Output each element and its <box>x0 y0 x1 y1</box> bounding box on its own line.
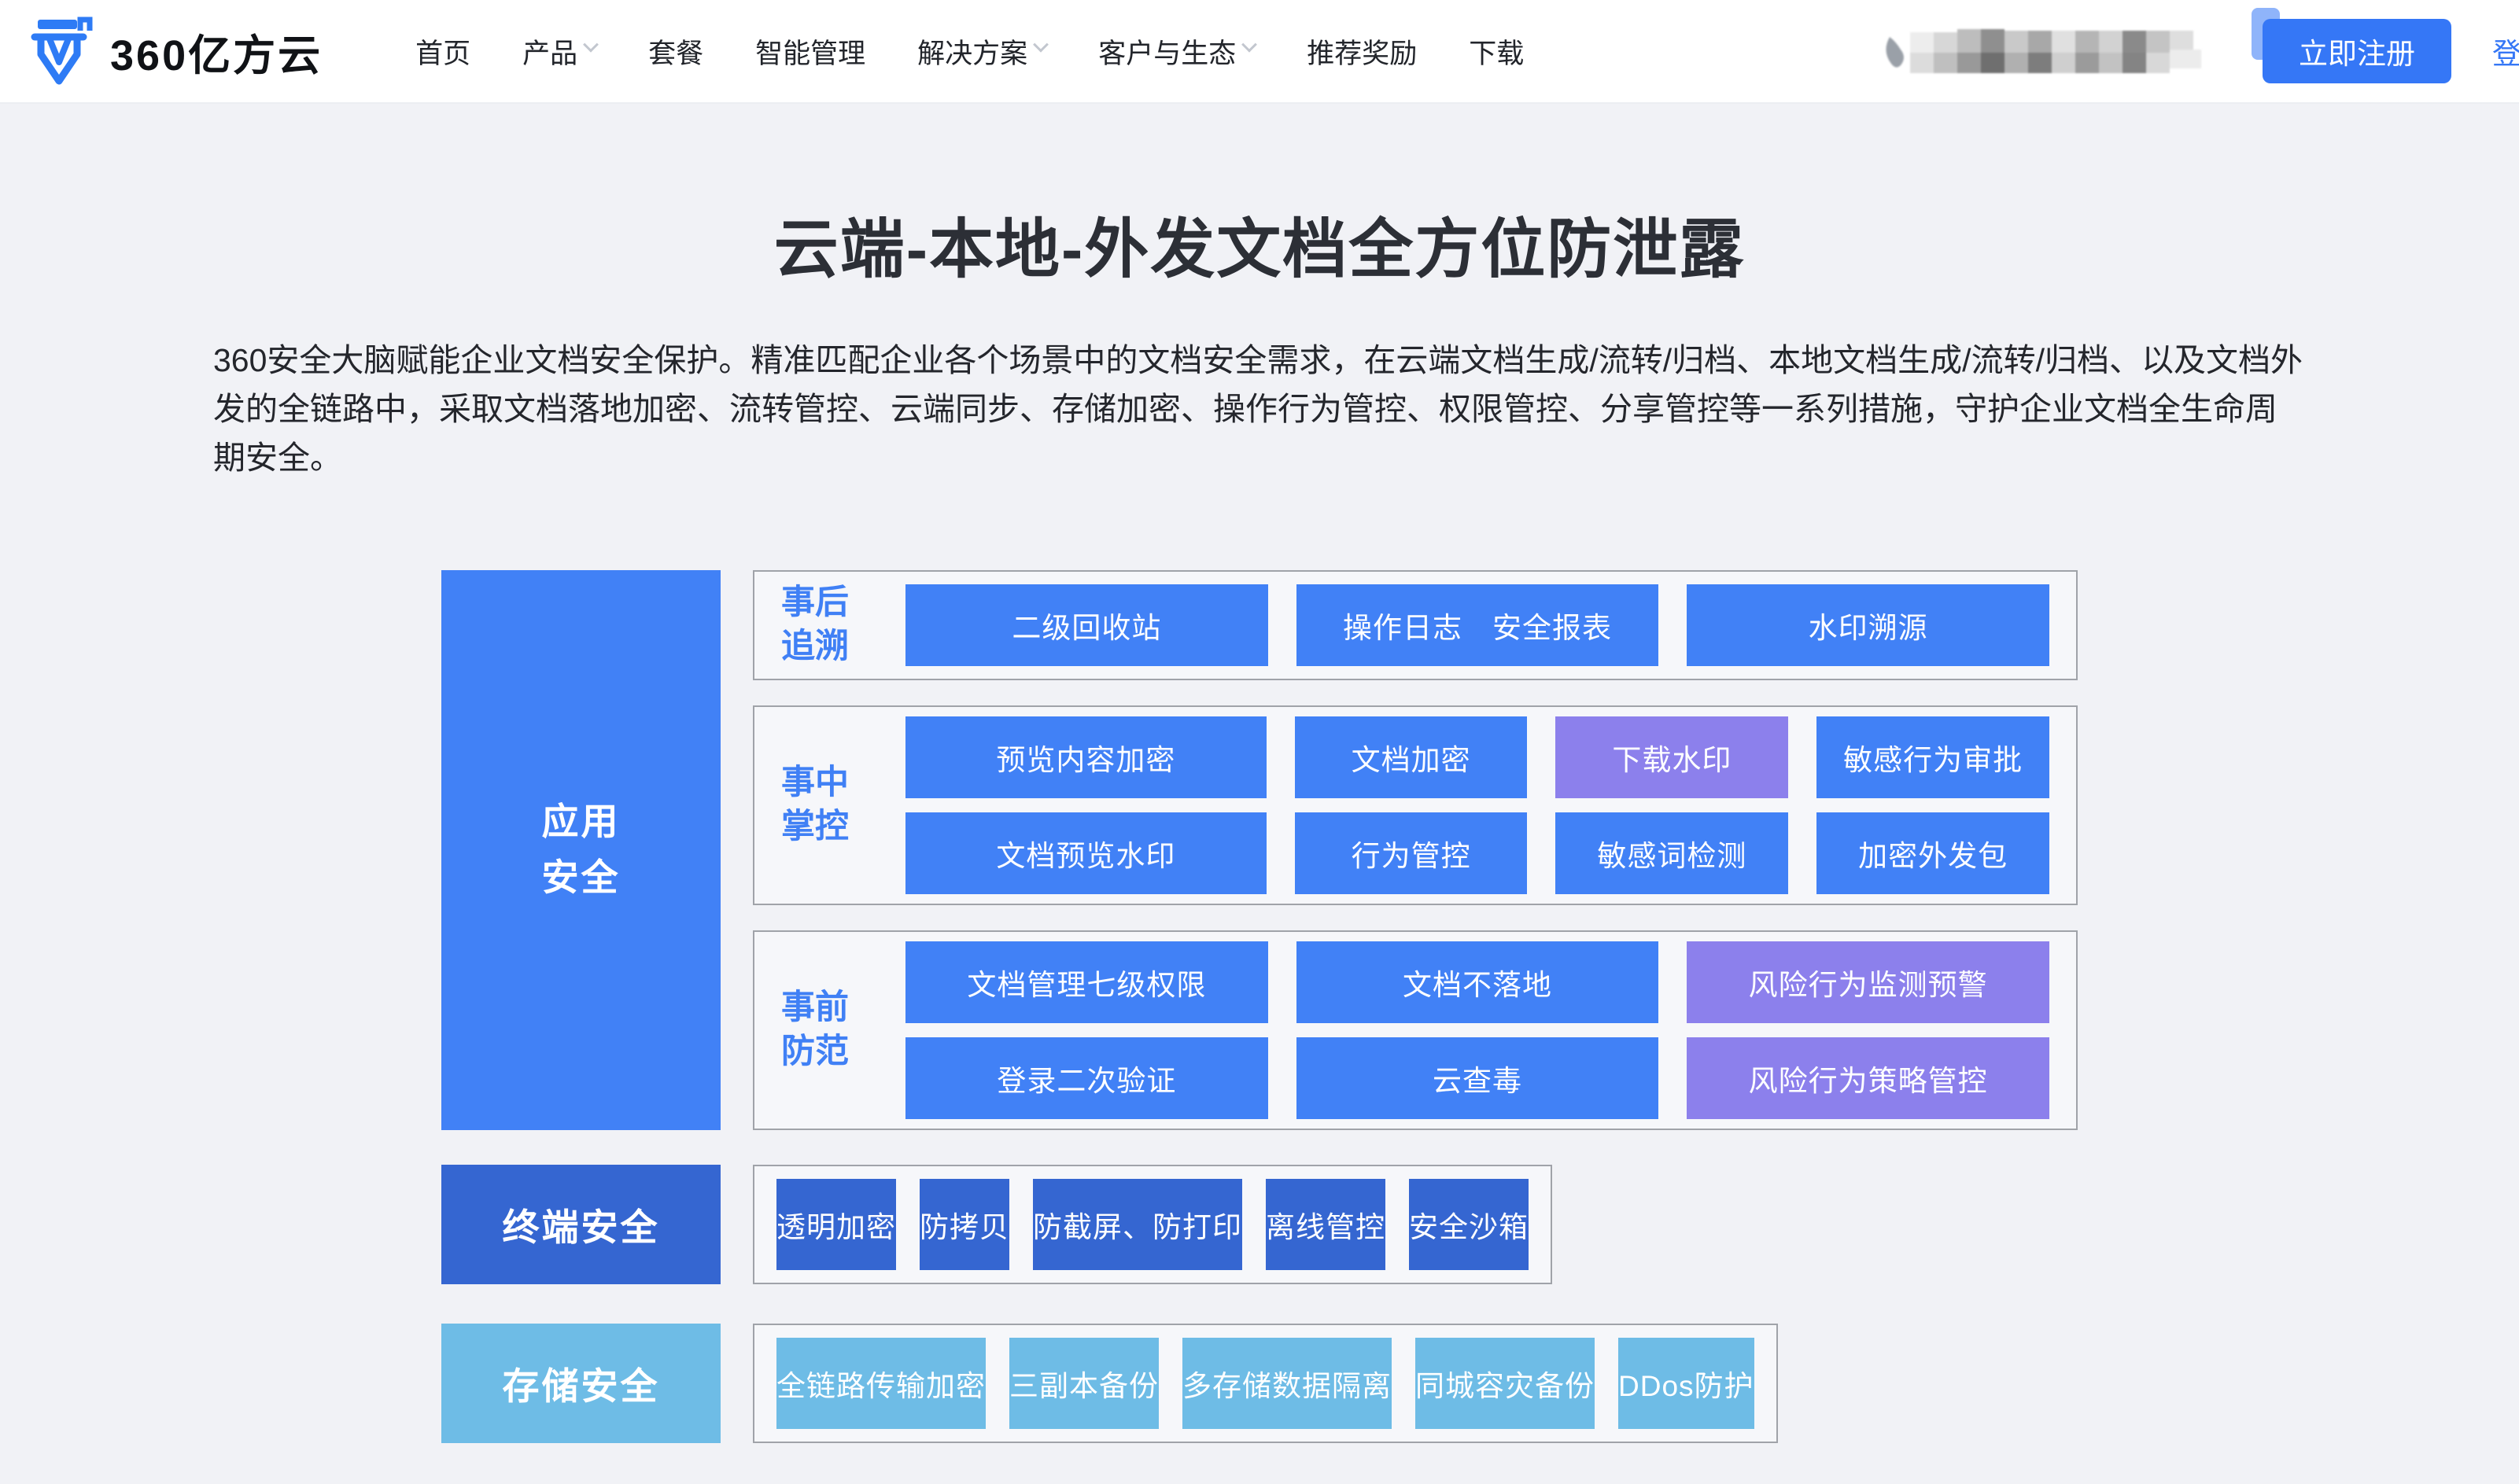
phase-group-0: 事后 追溯二级回收站操作日志 安全报表水印溯源 <box>753 570 2078 680</box>
nav-item-label: 下载 <box>1469 38 1525 69</box>
redacted-phone-number <box>1879 21 2222 81</box>
feature-box: 敏感词检测 <box>1555 812 1789 894</box>
phase-group-label: 事后 追溯 <box>781 584 849 665</box>
hero-section: 云端-本地-外发文档全方位防泄露 360安全大脑赋能企业文档安全保护。精准匹配企… <box>0 104 2519 482</box>
phase-group-2: 事前 防范文档管理七级权限文档不落地风险行为监测预警登录二次验证云查毒风险行为策… <box>753 930 2078 1130</box>
top-navigation-bar: 360亿方云 首页 产品 套餐 智能管理 解决方案 客户与生态 推荐奖励 下载 <box>0 0 2519 104</box>
logo-icon <box>28 13 94 90</box>
terminal-security-group: 透明加密防拷贝防截屏、防打印离线管控安全沙箱 <box>753 1164 1552 1284</box>
feature-box: 操作日志 安全报表 <box>1296 584 1659 666</box>
nav-item-label: 客户与生态 <box>1098 38 1237 69</box>
register-button[interactable]: 立即注册 <box>2263 19 2451 83</box>
nav-item-label: 推荐奖励 <box>1307 38 1418 69</box>
app-security-side-label: 应用 安全 <box>441 570 721 1130</box>
feature-box: 文档预览水印 <box>905 812 1267 894</box>
feature-box: 文档加密 <box>1294 716 1528 798</box>
nav-item-label: 首页 <box>415 38 471 69</box>
phase-groups: 事后 追溯二级回收站操作日志 安全报表水印溯源事中 掌控预览内容加密文档加密下载… <box>753 570 2078 1130</box>
feature-box: 三副本备份 <box>1009 1337 1159 1429</box>
nav-item-label: 解决方案 <box>917 38 1028 69</box>
security-architecture-diagram: 应用 安全 事后 追溯二级回收站操作日志 安全报表水印溯源事中 掌控预览内容加密… <box>441 570 2078 1443</box>
nav-item-4[interactable]: 解决方案 <box>917 31 1049 72</box>
feature-box: 敏感行为审批 <box>1816 716 2050 798</box>
feature-box: 二级回收站 <box>905 584 1268 666</box>
nav-item-label: 套餐 <box>648 38 704 69</box>
storage-security-side-label: 存储安全 <box>441 1323 721 1443</box>
nav-item-6[interactable]: 推荐奖励 <box>1307 31 1417 72</box>
feature-box: 同城容灾备份 <box>1415 1337 1595 1429</box>
nav-item-7[interactable]: 下载 <box>1469 31 1524 72</box>
feature-box: 云查毒 <box>1296 1037 1659 1119</box>
feature-box: 离线管控 <box>1266 1178 1385 1270</box>
nav-item-5[interactable]: 客户与生态 <box>1098 31 1258 72</box>
phase-group-label: 事前 防范 <box>781 988 849 1070</box>
nav-item-2[interactable]: 套餐 <box>648 31 703 72</box>
feature-box: 登录二次验证 <box>905 1037 1268 1119</box>
feature-box: 风险行为监测预警 <box>1687 941 2050 1023</box>
page-description: 360安全大脑赋能企业文档安全保护。精准匹配企业各个场景中的文档安全需求，在云端… <box>213 342 2303 476</box>
main-nav: 首页 产品 套餐 智能管理 解决方案 客户与生态 推荐奖励 下载 <box>415 31 1524 72</box>
feature-box: 防拷贝 <box>920 1178 1009 1270</box>
nav-item-0[interactable]: 首页 <box>415 31 470 72</box>
nav-item-label: 智能管理 <box>755 38 866 69</box>
logo[interactable]: 360亿方云 <box>28 13 323 90</box>
feature-box: 多存储数据隔离 <box>1182 1337 1392 1429</box>
feature-box: 水印溯源 <box>1687 584 2050 666</box>
chevron-down-icon <box>1241 36 1258 53</box>
feature-box: 下载水印 <box>1555 716 1789 798</box>
feature-box: 文档管理七级权限 <box>905 941 1268 1023</box>
chevron-down-icon <box>1033 36 1049 53</box>
feature-box: 风险行为策略管控 <box>1687 1037 2050 1119</box>
page-title: 云端-本地-外发文档全方位防泄露 <box>773 214 1746 285</box>
chevron-down-icon <box>583 36 599 53</box>
terminal-security-side-label: 终端安全 <box>441 1164 721 1284</box>
nav-item-1[interactable]: 产品 <box>522 31 599 72</box>
feature-box: 安全沙箱 <box>1409 1178 1529 1270</box>
phase-group-1: 事中 掌控预览内容加密文档加密下载水印敏感行为审批文档预览水印行为管控敏感词检测… <box>753 705 2078 905</box>
feature-box: 透明加密 <box>776 1178 896 1270</box>
feature-box: 行为管控 <box>1294 812 1528 894</box>
feature-box: 文档不落地 <box>1296 941 1659 1023</box>
feature-box: 全链路传输加密 <box>776 1337 986 1429</box>
feature-box: 防截屏、防打印 <box>1033 1178 1242 1270</box>
header-right: 立即注册 登录 <box>1879 8 2519 83</box>
logo-text: 360亿方云 <box>110 31 323 79</box>
feature-box: DDos防护 <box>1618 1337 1754 1429</box>
feature-box: 加密外发包 <box>1816 812 2050 894</box>
nav-item-label: 产品 <box>522 38 578 69</box>
nav-item-3[interactable]: 智能管理 <box>755 31 865 72</box>
phase-group-label: 事中 掌控 <box>781 763 849 845</box>
feature-box: 预览内容加密 <box>905 716 1267 798</box>
login-link[interactable]: 登录 <box>2492 38 2519 70</box>
